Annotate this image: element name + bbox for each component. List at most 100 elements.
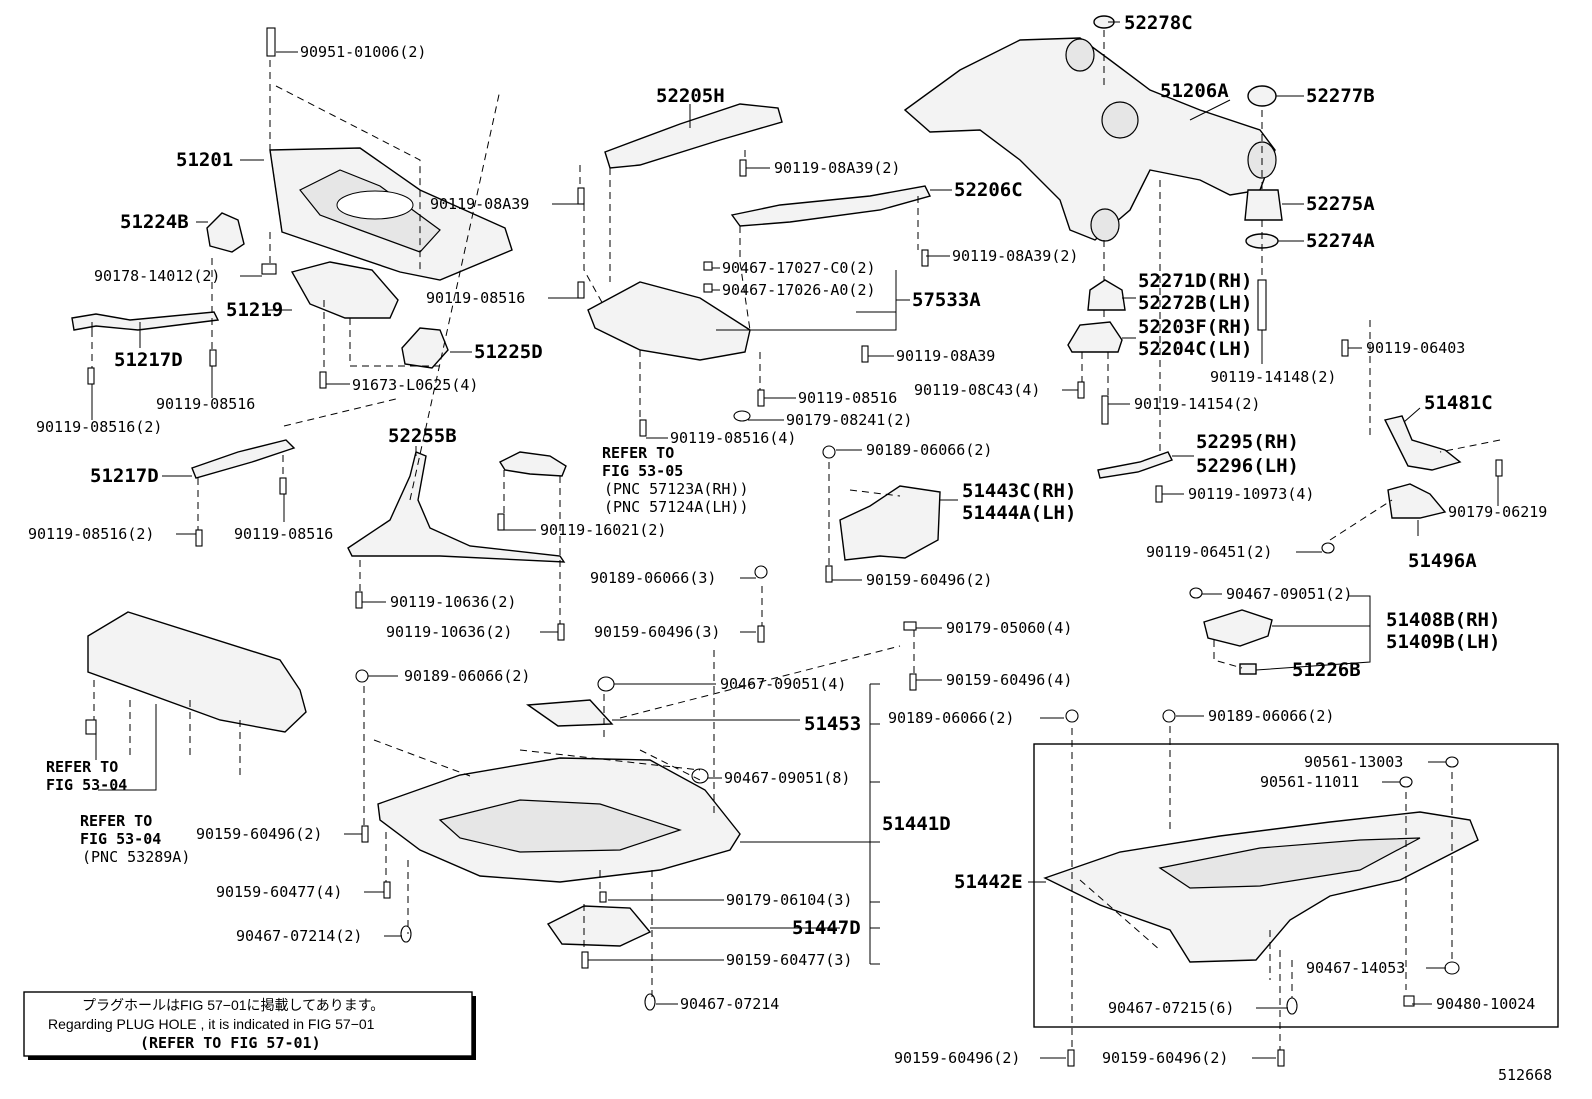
label: 90179-05060(4) [946,619,1072,637]
label: 90159-60496(2) [866,571,992,589]
label: 51206A [1160,80,1229,102]
plug-hole-note: プラグホールはFIG 57−01に掲載してあります。 Regarding PLU… [23,991,476,1060]
bush-52275a [1244,189,1283,221]
label: 90189-06066(2) [866,441,992,459]
label: 90179-08241(2) [786,411,912,429]
label: 90159-60477(4) [216,883,342,901]
brace-51217d-lower [191,439,296,479]
bracket-51496a [1387,483,1447,519]
ref-fig5304b-line3: (PNC 53289A) [82,848,190,866]
label: 90119-16021(2) [540,521,666,539]
label: 90119-14154(2) [1134,395,1260,413]
assembly-lines [91,30,1501,1050]
label: 90119-08516 [156,395,255,413]
ref-fig5304a-line1: REFER TO [46,758,118,776]
bracket-51224b [206,212,245,253]
label: 52203F(RH) [1138,316,1252,338]
label: 52206C [954,179,1023,201]
label: 90119-08516 [426,289,525,307]
label: 90480-10024 [1436,995,1535,1013]
label: 90561-11011 [1260,773,1359,791]
label: 51408B(RH) [1386,609,1500,631]
label: 90119-08C43(4) [914,381,1040,399]
label: 52205H [656,85,725,107]
label: 90561-13003 [1304,753,1403,771]
label: 52277B [1306,85,1375,107]
ref-fig5305-line3: (PNC 57123A(RH)) [604,480,749,498]
label: 51201 [176,149,233,171]
brace-51217d-upper [71,311,220,331]
label: 52271D(RH) [1138,270,1252,292]
label: 91673-L0625(4) [352,376,478,394]
bracket-51219 [290,261,399,319]
label: 51441D [882,813,951,835]
label: 90119-08A39(2) [952,247,1078,265]
label: 51447D [792,917,861,939]
ref-fig5305-line1: REFER TO [602,444,674,462]
label: 90119-08516 [234,525,333,543]
fasteners [85,27,1503,1067]
cover-51453 [526,699,614,727]
label: 90951-01006(2) [300,43,426,61]
part-labels: 90951-01006(2) 51201 51224B 90178-14012(… [28,12,1547,1067]
label: 51444A(LH) [962,502,1076,524]
label: 90119-06451(2) [1146,543,1272,561]
label: 57533A [912,289,981,311]
label: 90189-06066(2) [404,667,530,685]
label: 90119-08A39(2) [774,159,900,177]
reference-notes: REFER TO FIG 53-05 (PNC 57123A(RH)) (PNC… [46,444,749,866]
label: 52278C [1124,12,1193,34]
leader-lines [91,21,1499,1059]
label: 52272B(LH) [1138,292,1252,314]
bracket-57123a [498,451,567,477]
label: 90467-07215(6) [1108,999,1234,1017]
front-under-cover-ref [87,611,307,733]
cover-51441d-rib [438,799,682,853]
label: 52295(RH) [1196,431,1299,453]
label: 90119-10636(2) [390,593,516,611]
bracket-51408b [1203,609,1273,647]
label: 52275A [1306,193,1375,215]
label: 90179-06104(3) [726,891,852,909]
label: 90159-60496(3) [594,623,720,641]
label: 90467-07214 [680,995,779,1013]
cover-51443c [839,485,941,561]
label: 90119-08516(4) [670,429,796,447]
label: 90119-06403 [1366,339,1465,357]
brace-52206c [730,185,932,227]
label: 51443C(RH) [962,480,1076,502]
label: 90159-60496(2) [894,1049,1020,1067]
label: 90159-60477(3) [726,951,852,969]
label: 90159-60496(2) [1102,1049,1228,1067]
label: 90119-08516(2) [28,525,154,543]
bracket-51225d [401,327,449,369]
label: 90467-17026-A0(2) [722,281,876,299]
rear-subframe-51206a [903,37,1277,242]
stopper-52277b [1247,85,1277,107]
label: 90159-60496(2) [196,825,322,843]
label: 90119-08A39 [896,347,995,365]
label: 90189-06066(2) [1208,707,1334,725]
bush-52203f [1067,321,1123,353]
label: 52274A [1306,230,1375,252]
label: 90159-60496(4) [946,671,1072,689]
label: 90467-09051(8) [724,769,850,787]
note-line-ref: (REFER TO FIG 57-01) [140,1034,321,1052]
label: 90467-17027-C0(2) [722,259,876,277]
bracket-51481c [1383,415,1462,471]
label: 90119-08516 [798,389,897,407]
label: 90189-06066(2) [888,709,1014,727]
label: 90119-08A39 [430,195,529,213]
label: 90178-14012(2) [94,267,220,285]
label: 90119-10636(2) [386,623,512,641]
label: 52204C(LH) [1138,338,1252,360]
note-line-jp: プラグホールはFIG 57−01に掲載してあります。 [82,997,384,1013]
label: 90467-09051(4) [720,675,846,693]
clip-51226b [1239,663,1257,675]
ref-fig5304a-line2: FIG 53-04 [46,776,127,794]
label: 51226B [1292,659,1361,681]
label: 90467-09051(2) [1226,585,1352,603]
front-crossmember-51201 [269,147,513,281]
ref-fig5305-line2: FIG 53-05 [602,462,683,480]
